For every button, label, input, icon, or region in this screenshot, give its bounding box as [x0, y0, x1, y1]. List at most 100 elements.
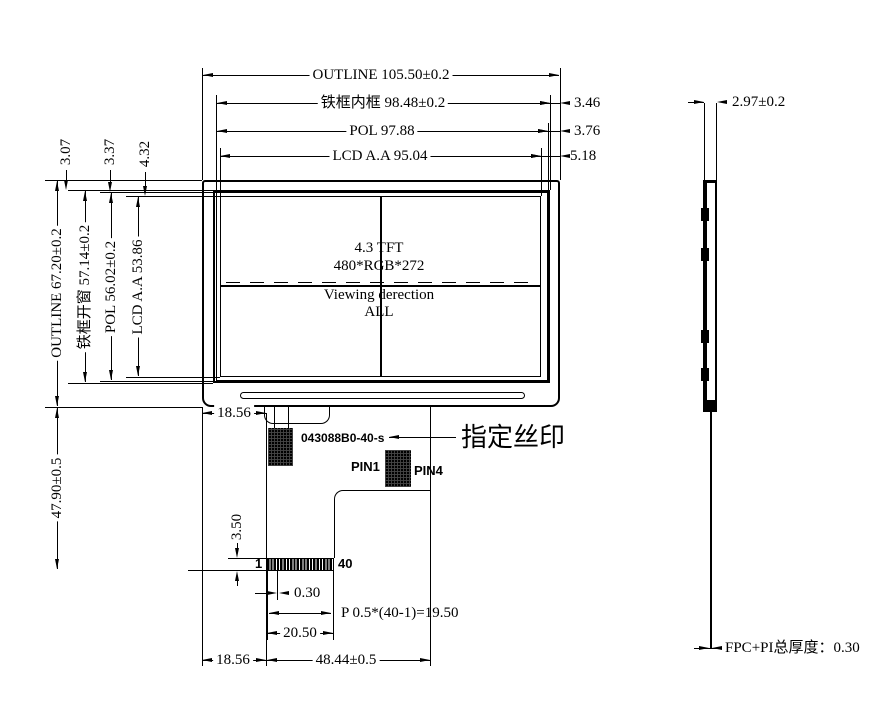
extension-line [126, 377, 220, 378]
arrow-icon [203, 73, 213, 77]
extension-line [202, 407, 203, 666]
extension-line [100, 381, 216, 382]
dim-line-pitch [269, 613, 331, 614]
arrow-icon [267, 658, 277, 662]
dim-pins-span-label: 20.50 [280, 625, 320, 641]
side-clip [701, 208, 709, 221]
silk-code-label: 043088B0-40-s [301, 431, 385, 445]
arrow-icon [256, 411, 266, 415]
arrow-icon [560, 154, 570, 158]
offset-frame-right-label: 3.46 [574, 95, 601, 111]
fpc-step-outline [334, 490, 430, 558]
center-dashed-line [226, 282, 536, 283]
fpc-trace-line [288, 407, 289, 428]
extension-line [45, 180, 202, 181]
extension-line [704, 103, 705, 180]
extension-line [220, 148, 221, 196]
arrow-icon [694, 100, 704, 104]
dim-line [541, 156, 560, 157]
extension-line [228, 558, 266, 559]
arrow-icon [389, 435, 399, 439]
arrow-icon [217, 101, 227, 105]
extension-line [100, 192, 216, 193]
extension-line [216, 95, 217, 190]
arrow-icon [220, 154, 230, 158]
dim-pol-width-label: POL 97.88 [346, 123, 418, 139]
side-fpc-note-label: FPC+PI总厚度：0.30 [725, 640, 860, 656]
arrow-icon [143, 186, 147, 196]
extension-line [560, 68, 561, 180]
dim-line [550, 103, 560, 104]
dim-outline-width-label: OUTLINE 105.50±0.2 [309, 67, 453, 83]
extension-line [267, 571, 268, 640]
dim-line [548, 131, 560, 132]
arrow-icon [549, 73, 559, 77]
offset-aa-right-label: 5.18 [570, 148, 597, 164]
arrow-icon [55, 181, 59, 191]
pin1-label: PIN1 [351, 459, 380, 474]
arrow-icon [83, 191, 87, 201]
arrow-icon [217, 129, 227, 133]
dim-pin-width-label: 0.30 [294, 585, 321, 601]
viewing-direction-text: Viewing derection [323, 287, 435, 303]
side-fpc-line [710, 412, 712, 648]
arrow-icon [83, 372, 87, 382]
arrow-icon [64, 180, 68, 190]
arrow-icon [712, 646, 722, 650]
fpc-exit-tab [264, 407, 330, 424]
arrow-icon [109, 193, 113, 203]
arrow-icon [256, 658, 266, 662]
silkscreen-block [268, 428, 293, 466]
leader-line [110, 170, 111, 183]
panel-size-text: 4.3 TFT [354, 240, 404, 256]
arrow-icon [540, 101, 550, 105]
metal-frame-inner-rect [213, 190, 550, 383]
pin4-label: PIN4 [414, 463, 443, 478]
side-clip [701, 330, 709, 343]
pin-strip [266, 558, 334, 571]
dim-fpc-offset-top-label: 18.56 [214, 405, 254, 421]
fpc-trace-line [274, 407, 275, 428]
pin-number-last: 40 [338, 556, 353, 571]
side-bottom-cap [703, 400, 717, 412]
dim-frame-width-label: 铁框内框 98.48±0.2 [317, 95, 449, 111]
dim-fpc-width-label: 48.44±0.5 [312, 652, 380, 668]
dim-offset-bottom-label: 18.56 [213, 652, 253, 668]
pol-rect [216, 192, 548, 381]
dim-outline-height-label: OUTLINE 67.20±0.2 [49, 225, 65, 361]
side-clip [701, 368, 709, 381]
side-clip [701, 248, 709, 261]
arrow-icon [323, 631, 333, 635]
arrow-icon [202, 658, 212, 662]
silk-note-label: 指定丝印 [461, 423, 566, 452]
arrow-icon [269, 611, 279, 615]
dim-pol-height-label: POL 56.02±0.2 [103, 237, 119, 337]
extension-line [266, 413, 267, 666]
leader-line [66, 170, 67, 182]
arrow-icon [55, 408, 59, 418]
arrow-icon [136, 366, 140, 376]
dim-pin-length-label: 3.50 [229, 513, 245, 541]
arrow-icon [202, 411, 212, 415]
arrow-icon [717, 100, 727, 104]
arrow-icon [279, 591, 289, 595]
arrow-icon [560, 129, 570, 133]
arrow-icon [235, 548, 239, 558]
pin-marking-block [385, 450, 411, 487]
offset-pol-top-label: 3.37 [102, 138, 118, 166]
leader-line [389, 437, 456, 438]
arrow-icon [531, 154, 541, 158]
extension-line [126, 196, 220, 197]
viewing-direction-value: ALL [364, 304, 394, 320]
arrow-icon [560, 101, 570, 105]
arrow-icon [699, 646, 709, 650]
leader-line [145, 172, 146, 186]
extension-line [716, 103, 717, 180]
offset-aa-top-label: 4.32 [137, 140, 153, 168]
arrow-icon [267, 591, 277, 595]
extension-line [68, 190, 213, 191]
extension-line [68, 383, 213, 384]
arrow-icon [108, 182, 112, 192]
dim-line [255, 593, 267, 594]
